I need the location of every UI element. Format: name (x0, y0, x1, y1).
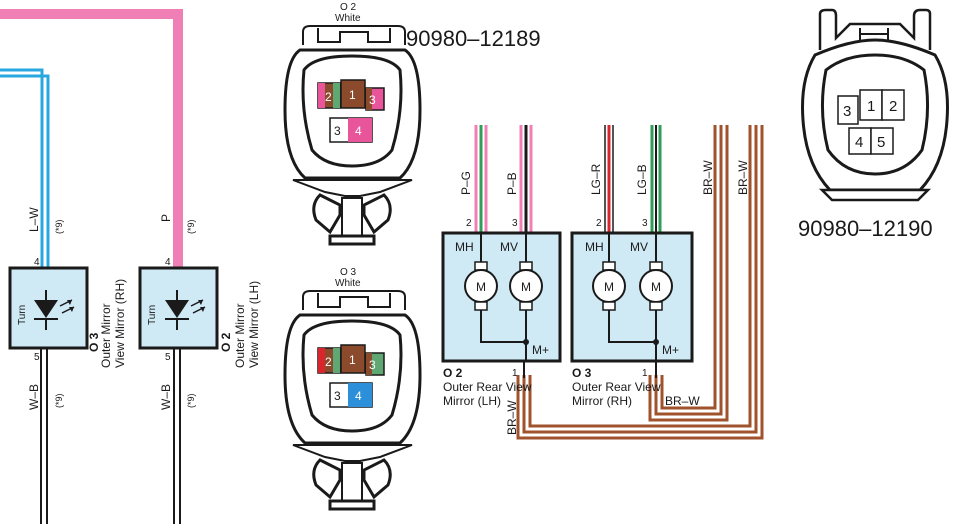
connector-o2-name: O 2 (340, 2, 357, 13)
o2-line1: Outer Mirror (233, 303, 247, 368)
svg-text:3: 3 (369, 93, 376, 107)
led-icon (165, 290, 206, 330)
connector-o2-color: White (335, 13, 361, 24)
wire-lw-inner (0, 74, 50, 268)
svg-text:M: M (651, 280, 661, 294)
svg-text:4: 4 (355, 389, 362, 403)
connector-o2: O 2 White 2 1 3 4 3 (283, 2, 422, 246)
wire-label-pb: P–B (505, 172, 519, 195)
o2-code: O 2 (219, 332, 233, 352)
wire-wb-right (173, 348, 181, 524)
svg-text:2: 2 (596, 218, 602, 229)
wire-label-pg: P–G (459, 171, 473, 195)
svg-text:2: 2 (466, 218, 472, 229)
turn-label-o3: Turn (17, 305, 28, 325)
wire-wb-left (40, 348, 48, 524)
svg-text:3: 3 (642, 218, 648, 229)
svg-text:4: 4 (855, 134, 863, 151)
turn-lamp-o3: Turn (8, 266, 89, 350)
wire-note-lw: (*9) (54, 219, 64, 234)
pin-5-o2: 5 (165, 352, 171, 363)
o3-code: O 3 (87, 332, 101, 352)
svg-text:3: 3 (843, 103, 851, 120)
o2-pin-cells: 2 1 3 4 3 (317, 79, 385, 143)
svg-text:2: 2 (325, 90, 332, 104)
motor-wire-labels: P–G P–B LG–R LG–B BR–W BR–W BR–W BR–W (459, 160, 750, 435)
wire-label-brw-1: BR–W (701, 160, 715, 195)
o2-line2: View Mirror (LH) (247, 281, 261, 368)
o3-line1: Outer Mirror (99, 303, 113, 368)
svg-text:M+: M+ (662, 343, 679, 357)
svg-text:1: 1 (349, 353, 356, 367)
rh-line1: Outer Rear View (572, 380, 661, 394)
wire-label-lw: L–W (27, 207, 41, 232)
connector-right-pins: 3 1 2 4 5 (837, 89, 905, 155)
lh-line1: Outer Rear View (443, 380, 532, 394)
svg-text:1: 1 (512, 368, 518, 379)
turn-label-o2: Turn (147, 305, 158, 325)
svg-text:MH: MH (455, 240, 474, 254)
wire-label-brw-3: BR–W (505, 400, 519, 435)
connector-o3: O 3 White 2 1 3 4 3 (283, 267, 422, 511)
rh-line2: Mirror (RH) (572, 394, 632, 408)
wire-note-wb-left: (*9) (54, 393, 64, 408)
wire-label-wb-right: W–B (159, 384, 173, 410)
svg-text:3: 3 (512, 218, 518, 229)
svg-text:1: 1 (642, 368, 648, 379)
pin-5-o3: 5 (34, 352, 40, 363)
turn-lamp-o2: Turn (138, 266, 219, 350)
left-wiring-section: L–W (*9) P (*9) W–B (*9) W–B (*9) 4 5 4 … (0, 9, 261, 524)
wire-note-wb-right: (*9) (186, 393, 196, 408)
svg-text:MV: MV (500, 240, 518, 254)
motor-icon: M (639, 261, 673, 311)
wire-label-p: P (159, 214, 173, 222)
svg-text:M: M (476, 280, 486, 294)
wire-note-p: (*9) (186, 219, 196, 234)
svg-text:1: 1 (867, 98, 875, 115)
wire-lw (0, 68, 44, 268)
o3-pin-cells: 2 1 3 4 3 (317, 344, 385, 408)
part-number-o2-o3: 90980–12189 (406, 26, 541, 51)
motor-box-rh: MH MV M M M+ (570, 231, 694, 363)
motor-icon: M (509, 261, 543, 311)
lh-line2: Mirror (LH) (443, 394, 501, 408)
svg-text:MH: MH (585, 240, 604, 254)
pin-4-o2: 4 (165, 257, 171, 268)
wire-label-wb-left: W–B (27, 384, 41, 410)
connector-o3-color: White (335, 278, 361, 289)
motor-wires (474, 125, 764, 440)
part-number-right: 90980–12190 (798, 216, 933, 241)
svg-text:2: 2 (325, 355, 332, 369)
svg-text:3: 3 (334, 124, 341, 138)
wire-label-lgr: LG–R (589, 163, 603, 195)
connector-o3-name: O 3 (340, 267, 357, 278)
o3-line2: View Mirror (RH) (113, 279, 127, 368)
motor-box-lh: MH MV M M M+ (441, 231, 562, 363)
svg-text:MV: MV (630, 240, 648, 254)
svg-text:2: 2 (889, 98, 897, 115)
svg-text:3: 3 (334, 389, 341, 403)
lh-code: O 2 (443, 366, 463, 380)
wire-label-brw-4: BR–W (665, 394, 700, 408)
wire-p (0, 9, 183, 268)
rh-code: O 3 (572, 366, 592, 380)
svg-text:3: 3 (369, 358, 376, 372)
svg-text:1: 1 (349, 88, 356, 102)
svg-text:M: M (521, 280, 531, 294)
pin-4-o3: 4 (34, 257, 40, 268)
svg-text:M+: M+ (532, 343, 549, 357)
svg-text:4: 4 (355, 124, 362, 138)
led-icon (34, 290, 75, 330)
svg-text:5: 5 (877, 134, 885, 151)
connector-right: 3 1 2 4 5 (801, 8, 949, 202)
motor-icon: M (592, 261, 626, 311)
motor-icon: M (464, 261, 498, 311)
wire-label-lgb: LG–B (635, 164, 649, 195)
svg-text:M: M (604, 280, 614, 294)
wire-label-brw-2: BR–W (736, 160, 750, 195)
